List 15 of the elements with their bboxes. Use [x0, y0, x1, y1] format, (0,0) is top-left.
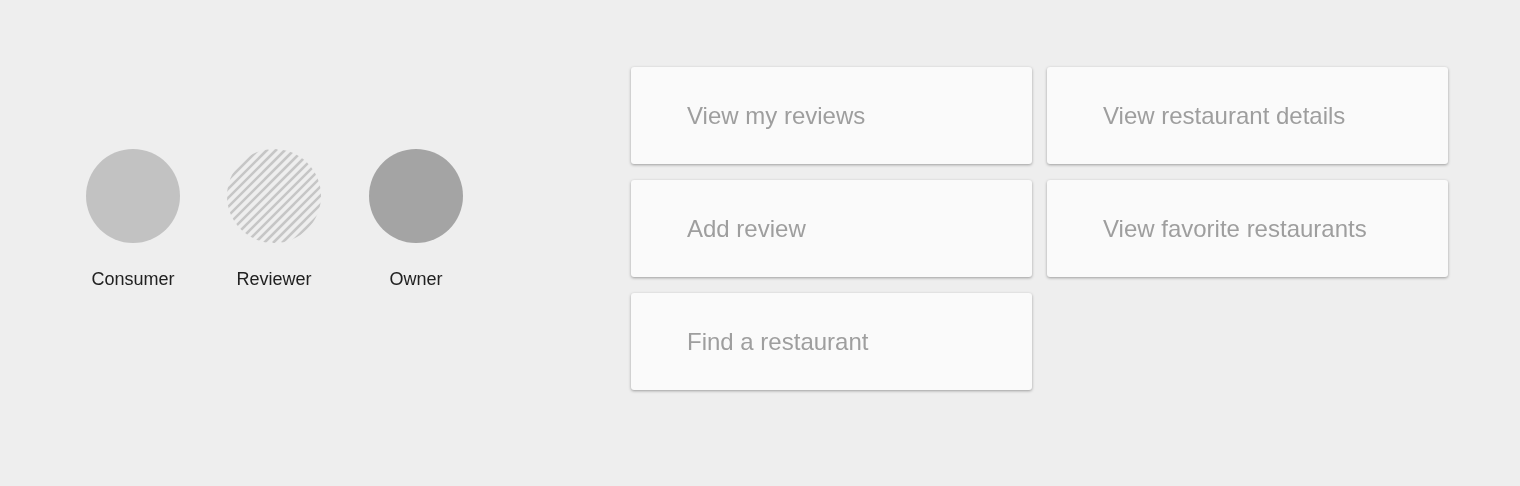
- persona-label: Owner: [389, 269, 443, 290]
- action-card: [631, 67, 1032, 164]
- action-card: [631, 180, 1032, 277]
- card-title: Find a restaurant: [687, 327, 869, 356]
- persona-label: Consumer: [91, 269, 175, 290]
- persona-label: Reviewer: [236, 269, 312, 290]
- action-card: [1047, 180, 1448, 277]
- card-title: Add review: [687, 214, 806, 243]
- card-title: View my reviews: [687, 101, 866, 130]
- card-title: View restaurant details: [1103, 101, 1346, 130]
- filled-circle: [86, 149, 180, 243]
- card-title: View favorite restaurants: [1103, 214, 1367, 243]
- action-card: [1047, 67, 1448, 164]
- action-card: [631, 293, 1032, 390]
- filled-circle: [369, 149, 463, 243]
